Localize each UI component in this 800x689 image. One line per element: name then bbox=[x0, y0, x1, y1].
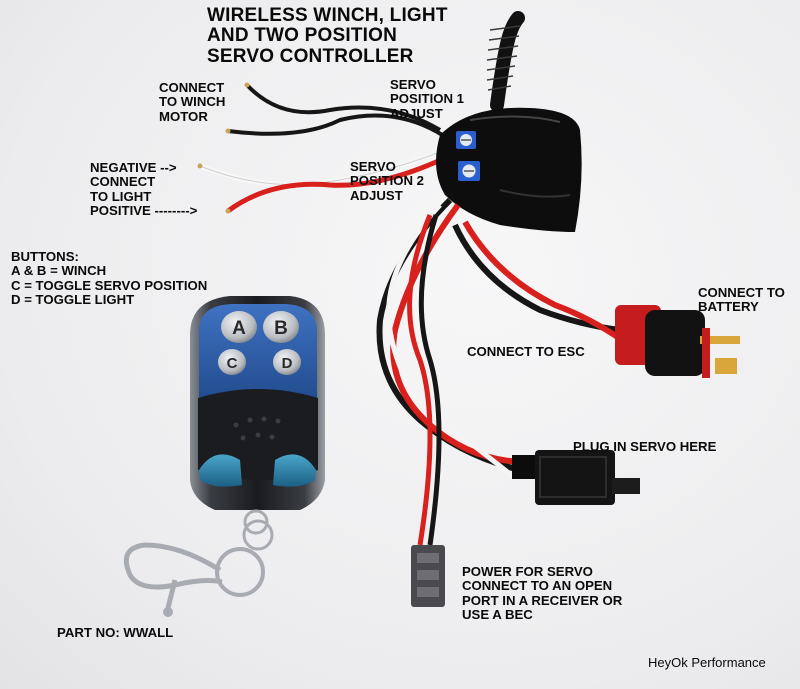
watermark-text: HeyOk Performance bbox=[648, 655, 766, 670]
battery-label: CONNECT TO BATTERY bbox=[698, 285, 785, 315]
key-fob-remote bbox=[190, 296, 325, 510]
servo-power-label: POWER FOR SERVO CONNECT TO AN OPEN PORT … bbox=[462, 564, 623, 622]
light-wires bbox=[197, 149, 447, 214]
battery-t-plug-connector bbox=[615, 305, 740, 378]
remote-key-c: C bbox=[218, 349, 246, 375]
receiver-power-connector bbox=[411, 545, 445, 607]
esc-label: CONNECT TO ESC bbox=[467, 344, 585, 359]
winch-motor-label: CONNECT TO WINCH MOTOR bbox=[159, 80, 226, 124]
part-number-label: PART NO: WWALL bbox=[57, 625, 174, 640]
remote-key-d-label: D bbox=[282, 355, 293, 372]
remote-key-c-label: C bbox=[227, 355, 238, 372]
antenna-coil bbox=[486, 11, 525, 121]
servo-plug-connector bbox=[512, 450, 640, 505]
winch-motor-wires bbox=[225, 82, 452, 142]
light-connection-label: NEGATIVE --> CONNECT TO LIGHT POSITIVE -… bbox=[90, 160, 198, 218]
page-title: WIRELESS WINCH, LIGHT AND TWO POSITION S… bbox=[207, 5, 448, 67]
remote-key-a: A bbox=[221, 311, 257, 343]
servo-position-1-pot bbox=[456, 131, 476, 149]
esc-battery-wires bbox=[452, 220, 624, 343]
remote-key-a-label: A bbox=[232, 318, 246, 339]
keychain-ring-and-clip bbox=[123, 509, 274, 617]
servo-position-1-label: SERVO POSITION 1 ADJUST bbox=[390, 77, 465, 121]
servo-position-2-label: SERVO POSITION 2 ADJUST bbox=[350, 159, 425, 203]
remote-key-b: B bbox=[263, 311, 299, 343]
buttons-legend: BUTTONS: A & B = WINCH C = TOGGLE SERVO … bbox=[11, 249, 208, 307]
servo-position-2-pot bbox=[458, 161, 480, 181]
controller-module bbox=[436, 107, 582, 232]
remote-key-b-label: B bbox=[274, 318, 288, 339]
twisted-servo-cable bbox=[376, 197, 523, 546]
plug-servo-label: PLUG IN SERVO HERE bbox=[573, 439, 717, 454]
remote-key-d: D bbox=[273, 349, 301, 375]
